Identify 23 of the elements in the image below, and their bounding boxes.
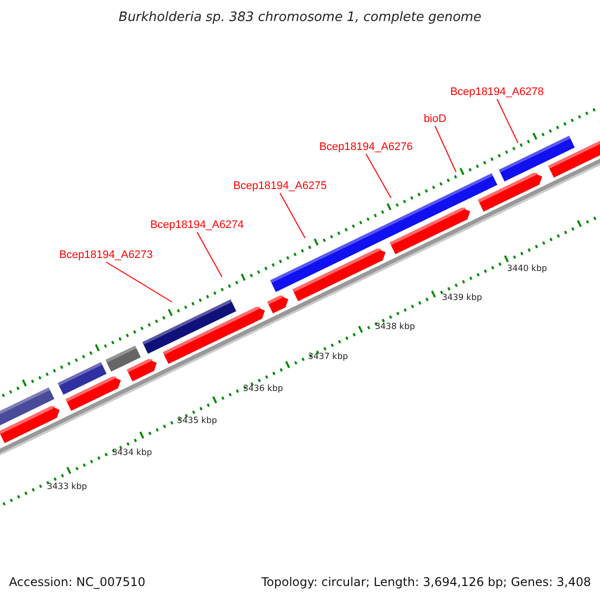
- scale-label: 3436 kbp: [242, 384, 284, 394]
- footer-text: Topology: circular; Length: 3,694,126 bp; Genes: 3,408: [261, 575, 591, 589]
- leader-line: [106, 262, 172, 302]
- scale-label: 3434 kbp: [112, 448, 152, 458]
- footer-text: Accession: NC_007510: [9, 575, 146, 589]
- title: Burkholderia sp. 383 chromosome 1, complete genome: [118, 10, 482, 25]
- gene-label: bioD: [424, 113, 446, 125]
- scale-label: 3437 kbp: [308, 352, 348, 362]
- gene-label: Bcep18194_A6274: [150, 219, 244, 231]
- leader-line: [496, 98, 518, 144]
- gene-label: Bcep18194_A6275: [233, 180, 327, 192]
- gene-label: Bcep18194_A6276: [319, 141, 413, 153]
- scale-label: 3433 kbp: [46, 482, 88, 492]
- leader-line: [196, 232, 222, 278]
- scale-label: 3435 kbp: [176, 416, 218, 426]
- scale-label: 3438 kbp: [374, 322, 416, 332]
- scale-label: 3439 kbp: [442, 293, 482, 303]
- gene-label: Bcep18194_A6278: [450, 86, 544, 98]
- scale-label: 3440 kbp: [506, 264, 548, 274]
- leader-line: [280, 192, 306, 238]
- leader-line: [434, 126, 456, 172]
- gene-label: Bcep18194_A6273: [59, 249, 153, 261]
- leader-line: [366, 154, 392, 198]
